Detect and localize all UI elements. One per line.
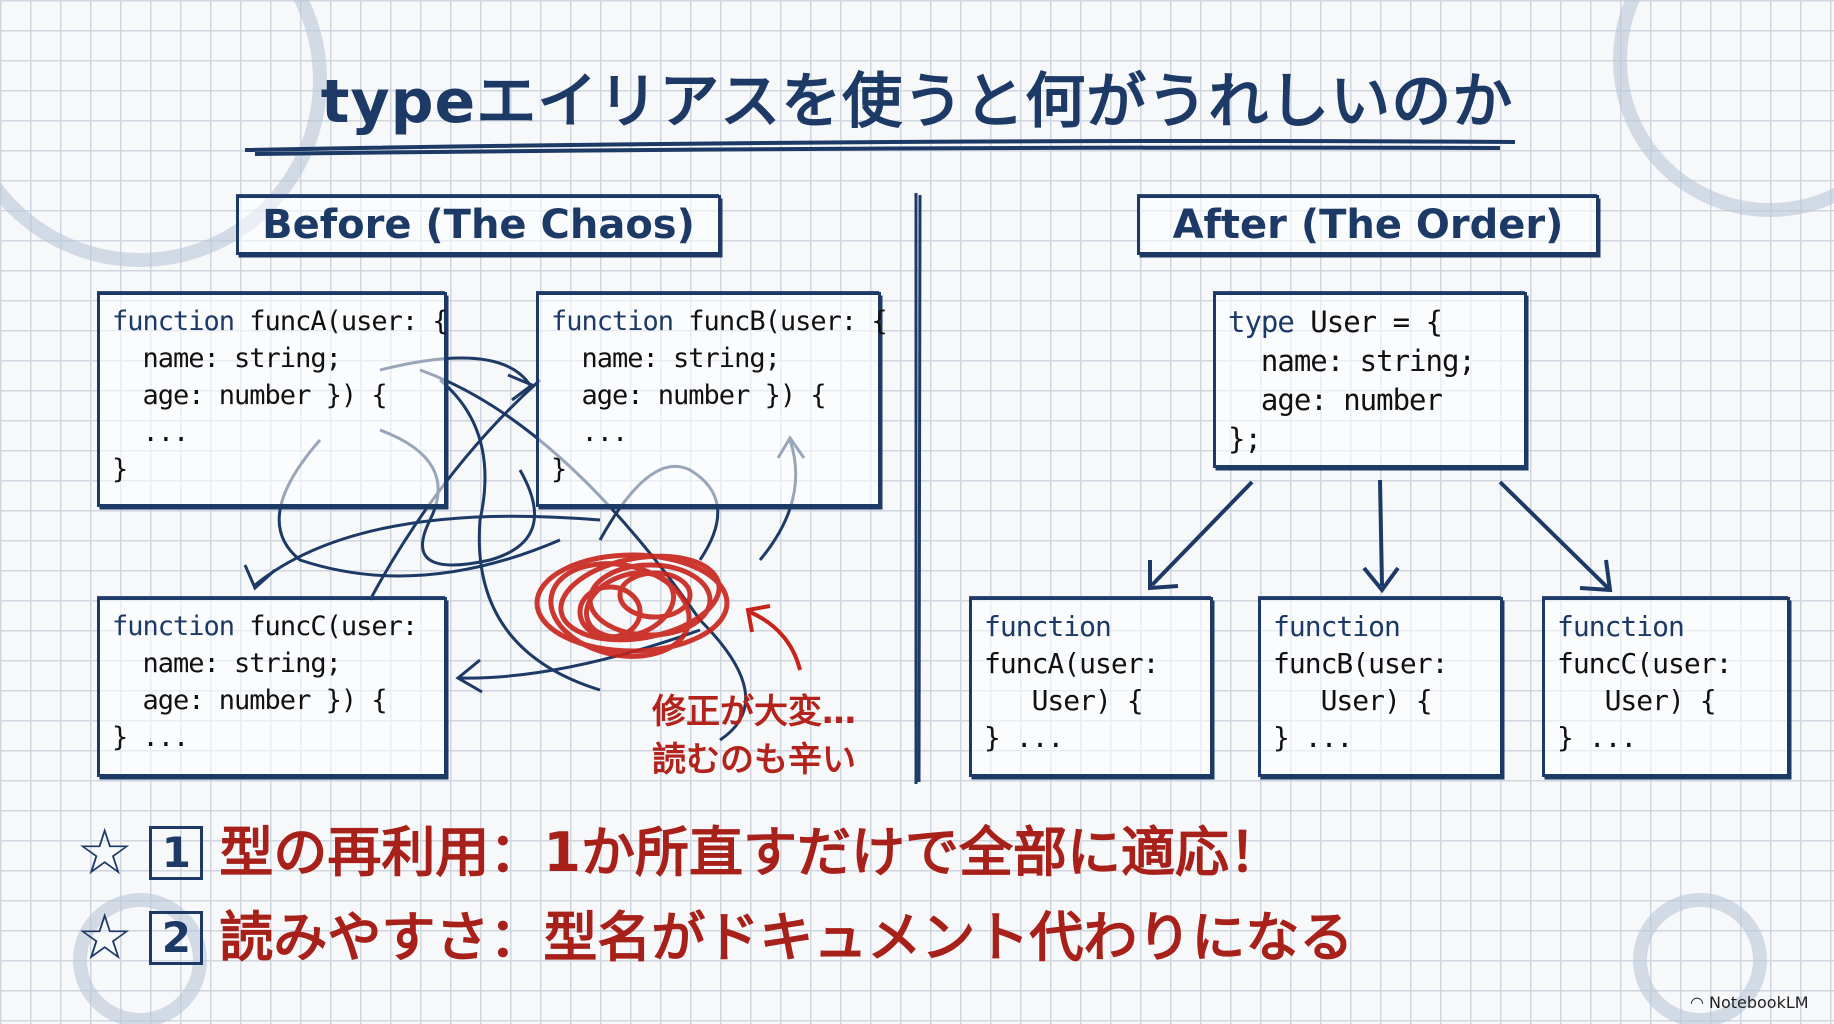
brand-label: NotebookLM: [1708, 993, 1809, 1012]
code-box-funcB: function funcB(user: { name: string; age…: [536, 292, 888, 507]
code-box-funcA: function funcA(user: { name: string; age…: [97, 292, 449, 507]
annotation-line-2: 読むのも辛い: [652, 740, 856, 780]
order-arrows: [1148, 479, 1613, 594]
point-text-1: 型の再利用：1か所直すだけで全部に適応！: [219, 821, 1283, 884]
chaos-annotation: 修正が大変… 読むのも辛い: [652, 688, 856, 784]
notebooklm-logo-icon: ◠: [1690, 993, 1704, 1012]
red-arrow-icon: [745, 604, 802, 671]
after-box-funcB: function funcB(user: User) { } ...: [1258, 597, 1503, 777]
point-number-1: 1: [149, 826, 204, 880]
point-number-2: 2: [149, 911, 204, 965]
before-heading-text: Before (The Chaos): [262, 202, 695, 248]
star-icon: ☆: [76, 901, 134, 975]
after-box-funcC: function funcC(user: User) { } ...: [1542, 597, 1790, 777]
type-user-box: type User = { name: string; age: number …: [1213, 292, 1527, 468]
page-title: typeエイリアスを使うと何がうれしいのか: [320, 67, 1514, 137]
star-icon: ☆: [76, 816, 134, 890]
notebooklm-watermark: ◠ NotebookLM: [1690, 992, 1809, 1014]
point-1: ☆ 1 型の再利用：1か所直すだけで全部に適応！: [76, 815, 1283, 891]
after-box-funcA: function funcA(user: User) { } ...: [969, 597, 1213, 777]
code-box-funcC: function funcC(user: name: string; age: …: [97, 597, 447, 777]
annotation-line-1: 修正が大変…: [652, 692, 856, 732]
red-scribble-icon: [534, 552, 730, 659]
after-heading: After (The Order): [1137, 195, 1599, 255]
title-underline: [244, 139, 1516, 156]
after-heading-text: After (The Order): [1172, 202, 1564, 248]
point-2: ☆ 2 読みやすさ：型名がドキュメント代わりになる: [76, 900, 1353, 976]
point-text-2: 読みやすさ：型名がドキュメント代わりになる: [219, 906, 1354, 969]
before-heading: Before (The Chaos): [236, 195, 721, 255]
section-divider: [914, 193, 922, 784]
